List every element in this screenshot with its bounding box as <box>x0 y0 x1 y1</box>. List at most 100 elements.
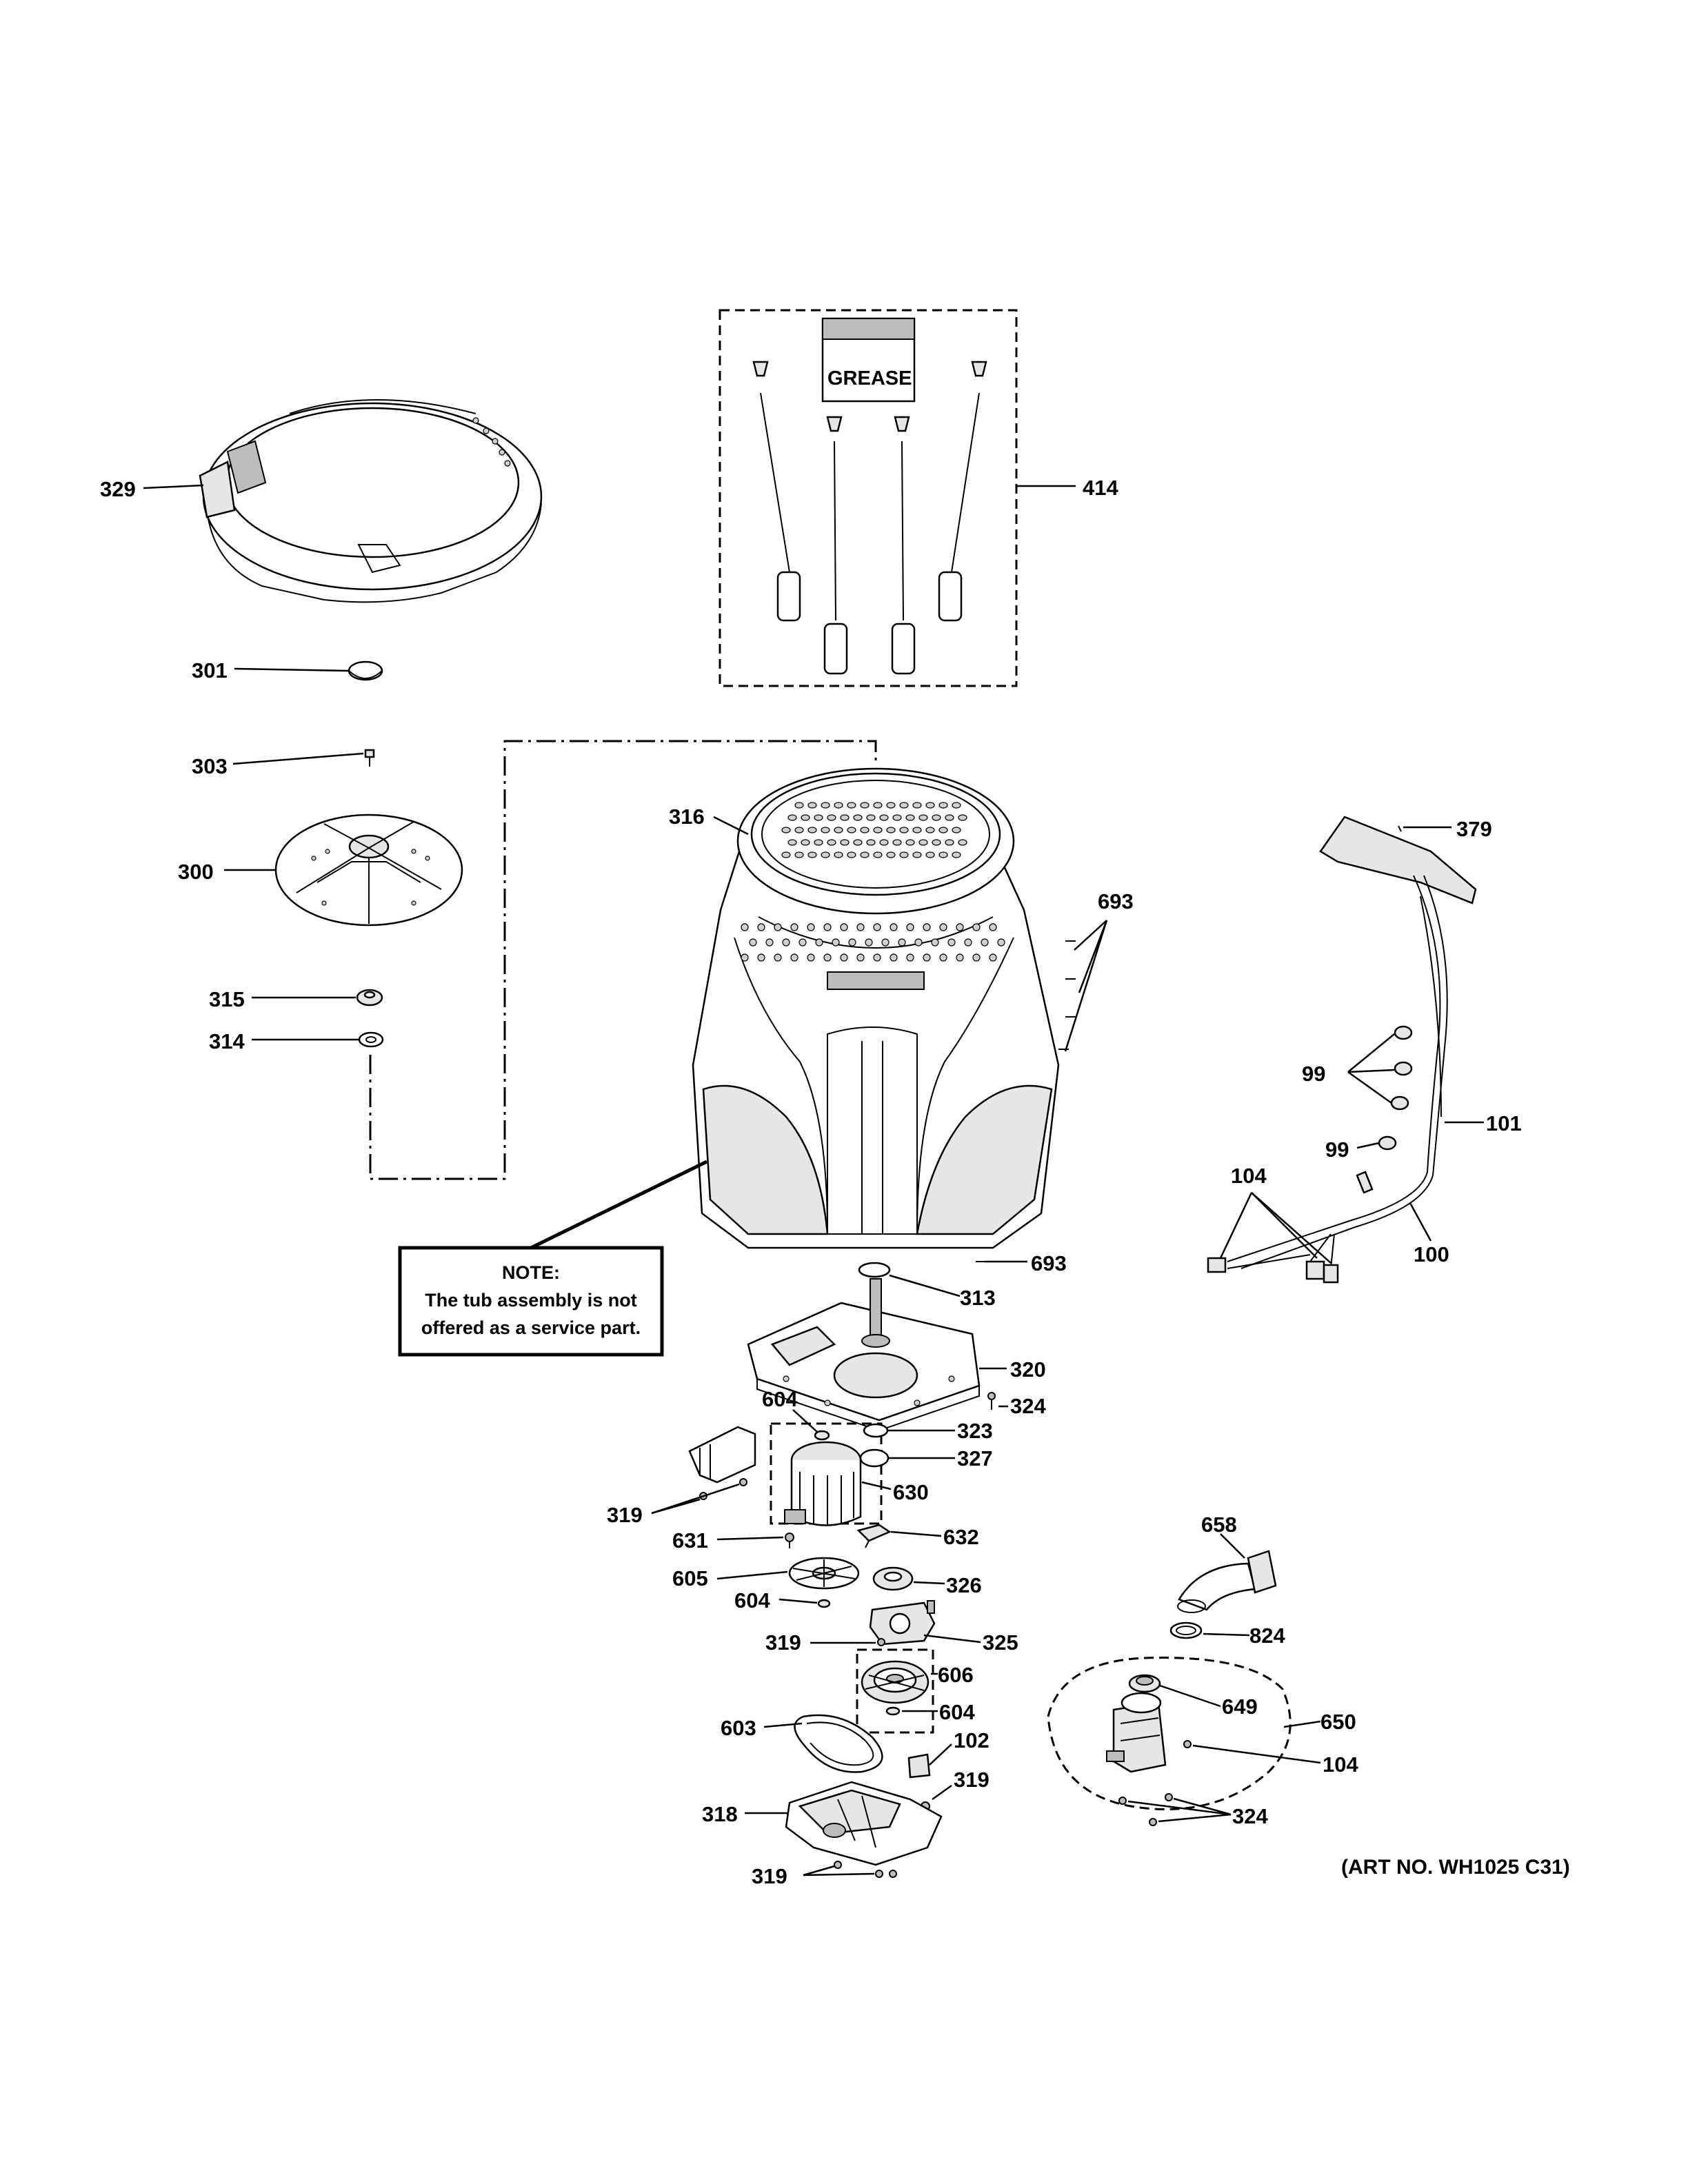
part-315-nut <box>356 989 383 1007</box>
tub-perforation <box>790 953 798 962</box>
tub-perforation <box>958 839 967 846</box>
label-326: 326 <box>946 1573 982 1597</box>
tub-perforation <box>865 938 873 947</box>
label-301: 301 <box>192 658 228 682</box>
pump-kit-outline <box>1047 1657 1292 1810</box>
tub-perforation <box>807 827 817 833</box>
tub-perforation <box>801 814 810 821</box>
part-325-clutch <box>869 1600 936 1646</box>
part-630-motor <box>784 1441 862 1526</box>
label-650: 650 <box>1320 1710 1356 1734</box>
note-line-2: offered as a service part. <box>421 1317 641 1338</box>
rotor-kit-outline <box>856 1648 934 1734</box>
tub-perforation <box>925 851 935 858</box>
label-319-bracket: 319 <box>607 1503 643 1527</box>
tub-perforation <box>886 802 896 809</box>
tub-perforation <box>834 802 843 809</box>
part-650-pump <box>1106 1692 1167 1773</box>
tub-perforation <box>918 814 928 821</box>
tub-perforation <box>823 923 832 931</box>
tub-perforation <box>873 953 881 962</box>
note-line-1: The tub assembly is not <box>425 1290 637 1311</box>
label-324-lower: 324 <box>1232 1804 1268 1828</box>
tub-perforation <box>840 839 850 846</box>
tub-perforation <box>853 839 863 846</box>
label-318: 318 <box>702 1802 738 1826</box>
part-313-ring <box>858 1262 891 1278</box>
tub-perforation <box>892 839 902 846</box>
part-604-nut-lower <box>885 1706 901 1716</box>
tub-perforation <box>952 827 961 833</box>
part-329-tub-cover <box>199 399 543 603</box>
tub-perforation <box>832 938 840 947</box>
tub-perforation <box>938 802 948 809</box>
tub-perforation <box>886 827 896 833</box>
tub-perforation <box>899 802 909 809</box>
label-603: 603 <box>721 1716 756 1740</box>
tub-perforation <box>945 814 954 821</box>
label-604-middle: 604 <box>734 1588 770 1612</box>
label-329: 329 <box>100 477 136 501</box>
tub-perforation <box>807 953 815 962</box>
tub-perforation <box>906 923 914 931</box>
tub-perforation <box>749 938 757 947</box>
tub-perforation <box>981 938 989 947</box>
tub-perforation <box>932 839 941 846</box>
tub-perforation <box>847 802 856 809</box>
label-658: 658 <box>1201 1513 1237 1537</box>
tub-perforation <box>879 814 889 821</box>
part-300-impeller <box>274 813 463 927</box>
art-number: (ART NO. WH1025 C31) <box>1341 1856 1570 1879</box>
part-327-ring <box>859 1448 890 1468</box>
tub-perforation <box>879 839 889 846</box>
tub-perforation <box>925 802 935 809</box>
tub-perforation <box>866 814 876 821</box>
tub-perforation <box>790 923 798 931</box>
part-631-screw <box>785 1533 794 1548</box>
tub-perforation <box>972 953 981 962</box>
label-604-lower: 604 <box>939 1700 975 1724</box>
tub-perforation <box>860 802 870 809</box>
label-313: 313 <box>960 1286 996 1310</box>
label-101: 101 <box>1486 1111 1522 1135</box>
tub-perforation <box>774 923 782 931</box>
tub-perforation <box>801 839 810 846</box>
part-604-nut-upper <box>814 1430 830 1441</box>
tub-perforation <box>952 802 961 809</box>
label-319-clutch: 319 <box>765 1630 801 1655</box>
tub-perforation <box>906 953 914 962</box>
tub-perforation <box>807 923 815 931</box>
tub-perforation <box>807 851 817 858</box>
grease-label: GREASE <box>827 367 912 390</box>
tub-perforation <box>905 814 915 821</box>
tub-perforation <box>794 802 804 809</box>
note-box <box>398 1246 664 1357</box>
tub-perforation <box>898 938 906 947</box>
tub-perforation <box>794 827 804 833</box>
tub-perforation <box>794 851 804 858</box>
label-104-pump: 104 <box>1323 1752 1358 1777</box>
label-606: 606 <box>938 1663 974 1687</box>
tub-perforation <box>741 923 749 931</box>
tub-perforation <box>938 827 948 833</box>
tub-perforation <box>815 938 823 947</box>
tub-perforation <box>956 953 964 962</box>
tub-perforation <box>905 839 915 846</box>
part-324-screw-upper <box>987 1392 996 1410</box>
tub-perforation <box>840 923 848 931</box>
tub-perforation <box>840 953 848 962</box>
label-323: 323 <box>957 1419 993 1443</box>
label-693-upper: 693 <box>1098 889 1134 913</box>
label-327: 327 <box>957 1446 993 1470</box>
tub-perforation <box>856 953 865 962</box>
label-314: 314 <box>209 1029 245 1053</box>
tub-perforation <box>939 953 947 962</box>
tub-perforation <box>765 938 774 947</box>
tub-perforation <box>873 851 883 858</box>
tub-perforation <box>757 953 765 962</box>
tub-perforation <box>848 938 856 947</box>
tub-perforation <box>899 851 909 858</box>
label-300: 300 <box>178 860 214 884</box>
part-606-rotor <box>861 1660 930 1704</box>
